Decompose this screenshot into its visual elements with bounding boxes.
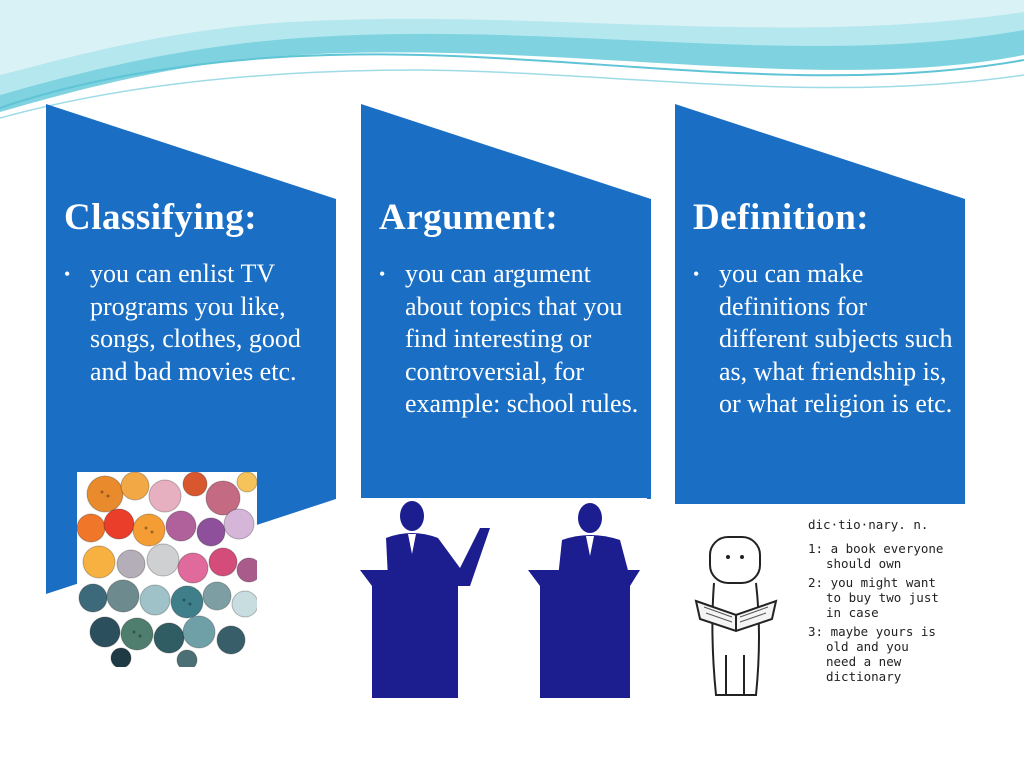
bullet-dot-icon: •	[64, 264, 71, 284]
card-shape	[675, 104, 965, 504]
bullet-text: you can argument about topics that you f…	[405, 259, 639, 418]
dictionary-line: 2: you might want	[808, 575, 936, 590]
card-bullets: • you can argument about topics that you …	[379, 258, 641, 421]
bullet-text: you can make definitions for different s…	[719, 259, 953, 418]
buttons-photo	[77, 472, 257, 667]
dictionary-line: to buy two just	[826, 590, 939, 605]
card-title: Classifying:	[64, 197, 258, 238]
buttons-image	[77, 472, 257, 667]
dictionary-image: dic·tio·nary. n. 1: a book everyone shou…	[694, 517, 943, 696]
card-title: Definition:	[693, 197, 870, 238]
bullet-item: • you can enlist TV programs you like, so…	[64, 258, 326, 388]
dictionary-line: dictionary	[826, 669, 902, 684]
bullet-dot-icon: •	[693, 264, 700, 284]
card-title: Argument:	[379, 197, 559, 238]
debate-image	[360, 501, 640, 698]
bullet-item: • you can argument about topics that you …	[379, 258, 641, 421]
dictionary-line: need a new	[826, 654, 902, 669]
card-shape	[46, 104, 336, 594]
dictionary-heading: dic·tio·nary. n.	[808, 517, 928, 532]
dictionary-line: in case	[826, 605, 879, 620]
card-definition: Definition: • you can make definitions fo…	[675, 104, 965, 594]
card-bullets: • you can make definitions for different …	[693, 258, 955, 421]
bullet-dot-icon: •	[379, 264, 386, 284]
dictionary-line: should own	[826, 556, 901, 571]
card-shape	[361, 104, 651, 499]
card-bullets: • you can enlist TV programs you like, so…	[64, 258, 326, 388]
bullet-item: • you can make definitions for different …	[693, 258, 955, 421]
header-wave	[0, 0, 1024, 119]
dictionary-line: old and you	[826, 639, 909, 654]
dictionary-line: 1: a book everyone	[808, 541, 943, 556]
dictionary-line: 3: maybe yours is	[808, 624, 936, 639]
dictionary-cartoon: dic·tio·nary. n. 1: a book everyone shou…	[676, 505, 966, 705]
bullet-text: you can enlist TV programs you like, son…	[90, 259, 301, 386]
card-argument: Argument: • you can argument about topics…	[361, 104, 651, 594]
card-classifying: Classifying: • you can enlist TV programs…	[46, 104, 336, 594]
debate-silhouettes	[358, 498, 647, 698]
